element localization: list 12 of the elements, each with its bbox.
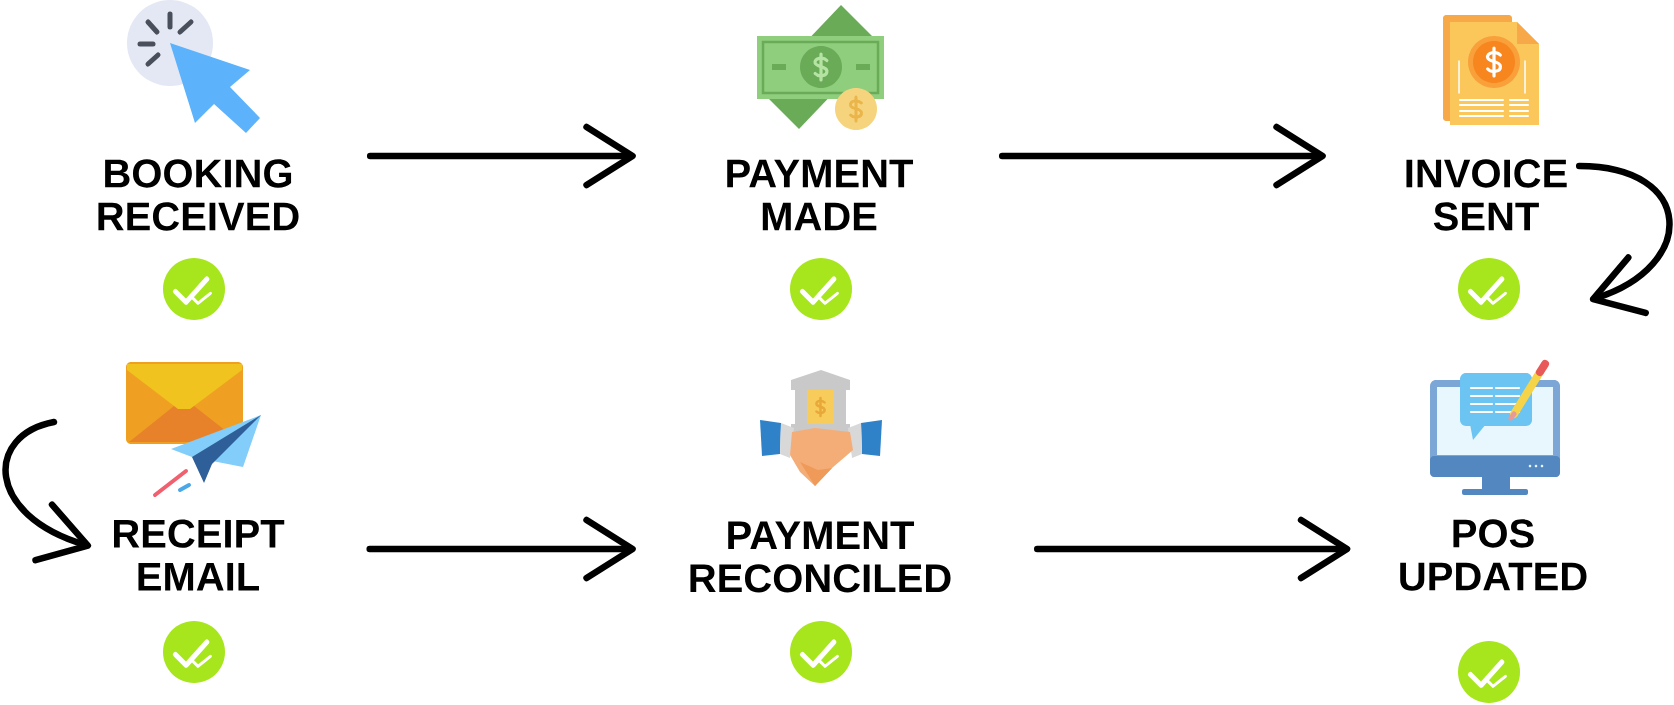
step-label: PAYMENT RECONCILED <box>690 521 951 593</box>
curved-arrow <box>2 418 92 564</box>
step-label: RECEIPT EMAIL <box>114 519 285 591</box>
arrow <box>366 123 636 189</box>
step-label: BOOKING RECEIVED <box>98 159 299 231</box>
arrow <box>998 123 1326 189</box>
arrow <box>1033 516 1351 582</box>
step-label: PAYMENT MADE <box>727 159 913 231</box>
step-label: POS UPDATED <box>1400 519 1587 591</box>
arrow <box>366 516 636 582</box>
curved-arrow <box>1575 162 1673 317</box>
step-label: INVOICE SENT <box>1406 159 1567 231</box>
